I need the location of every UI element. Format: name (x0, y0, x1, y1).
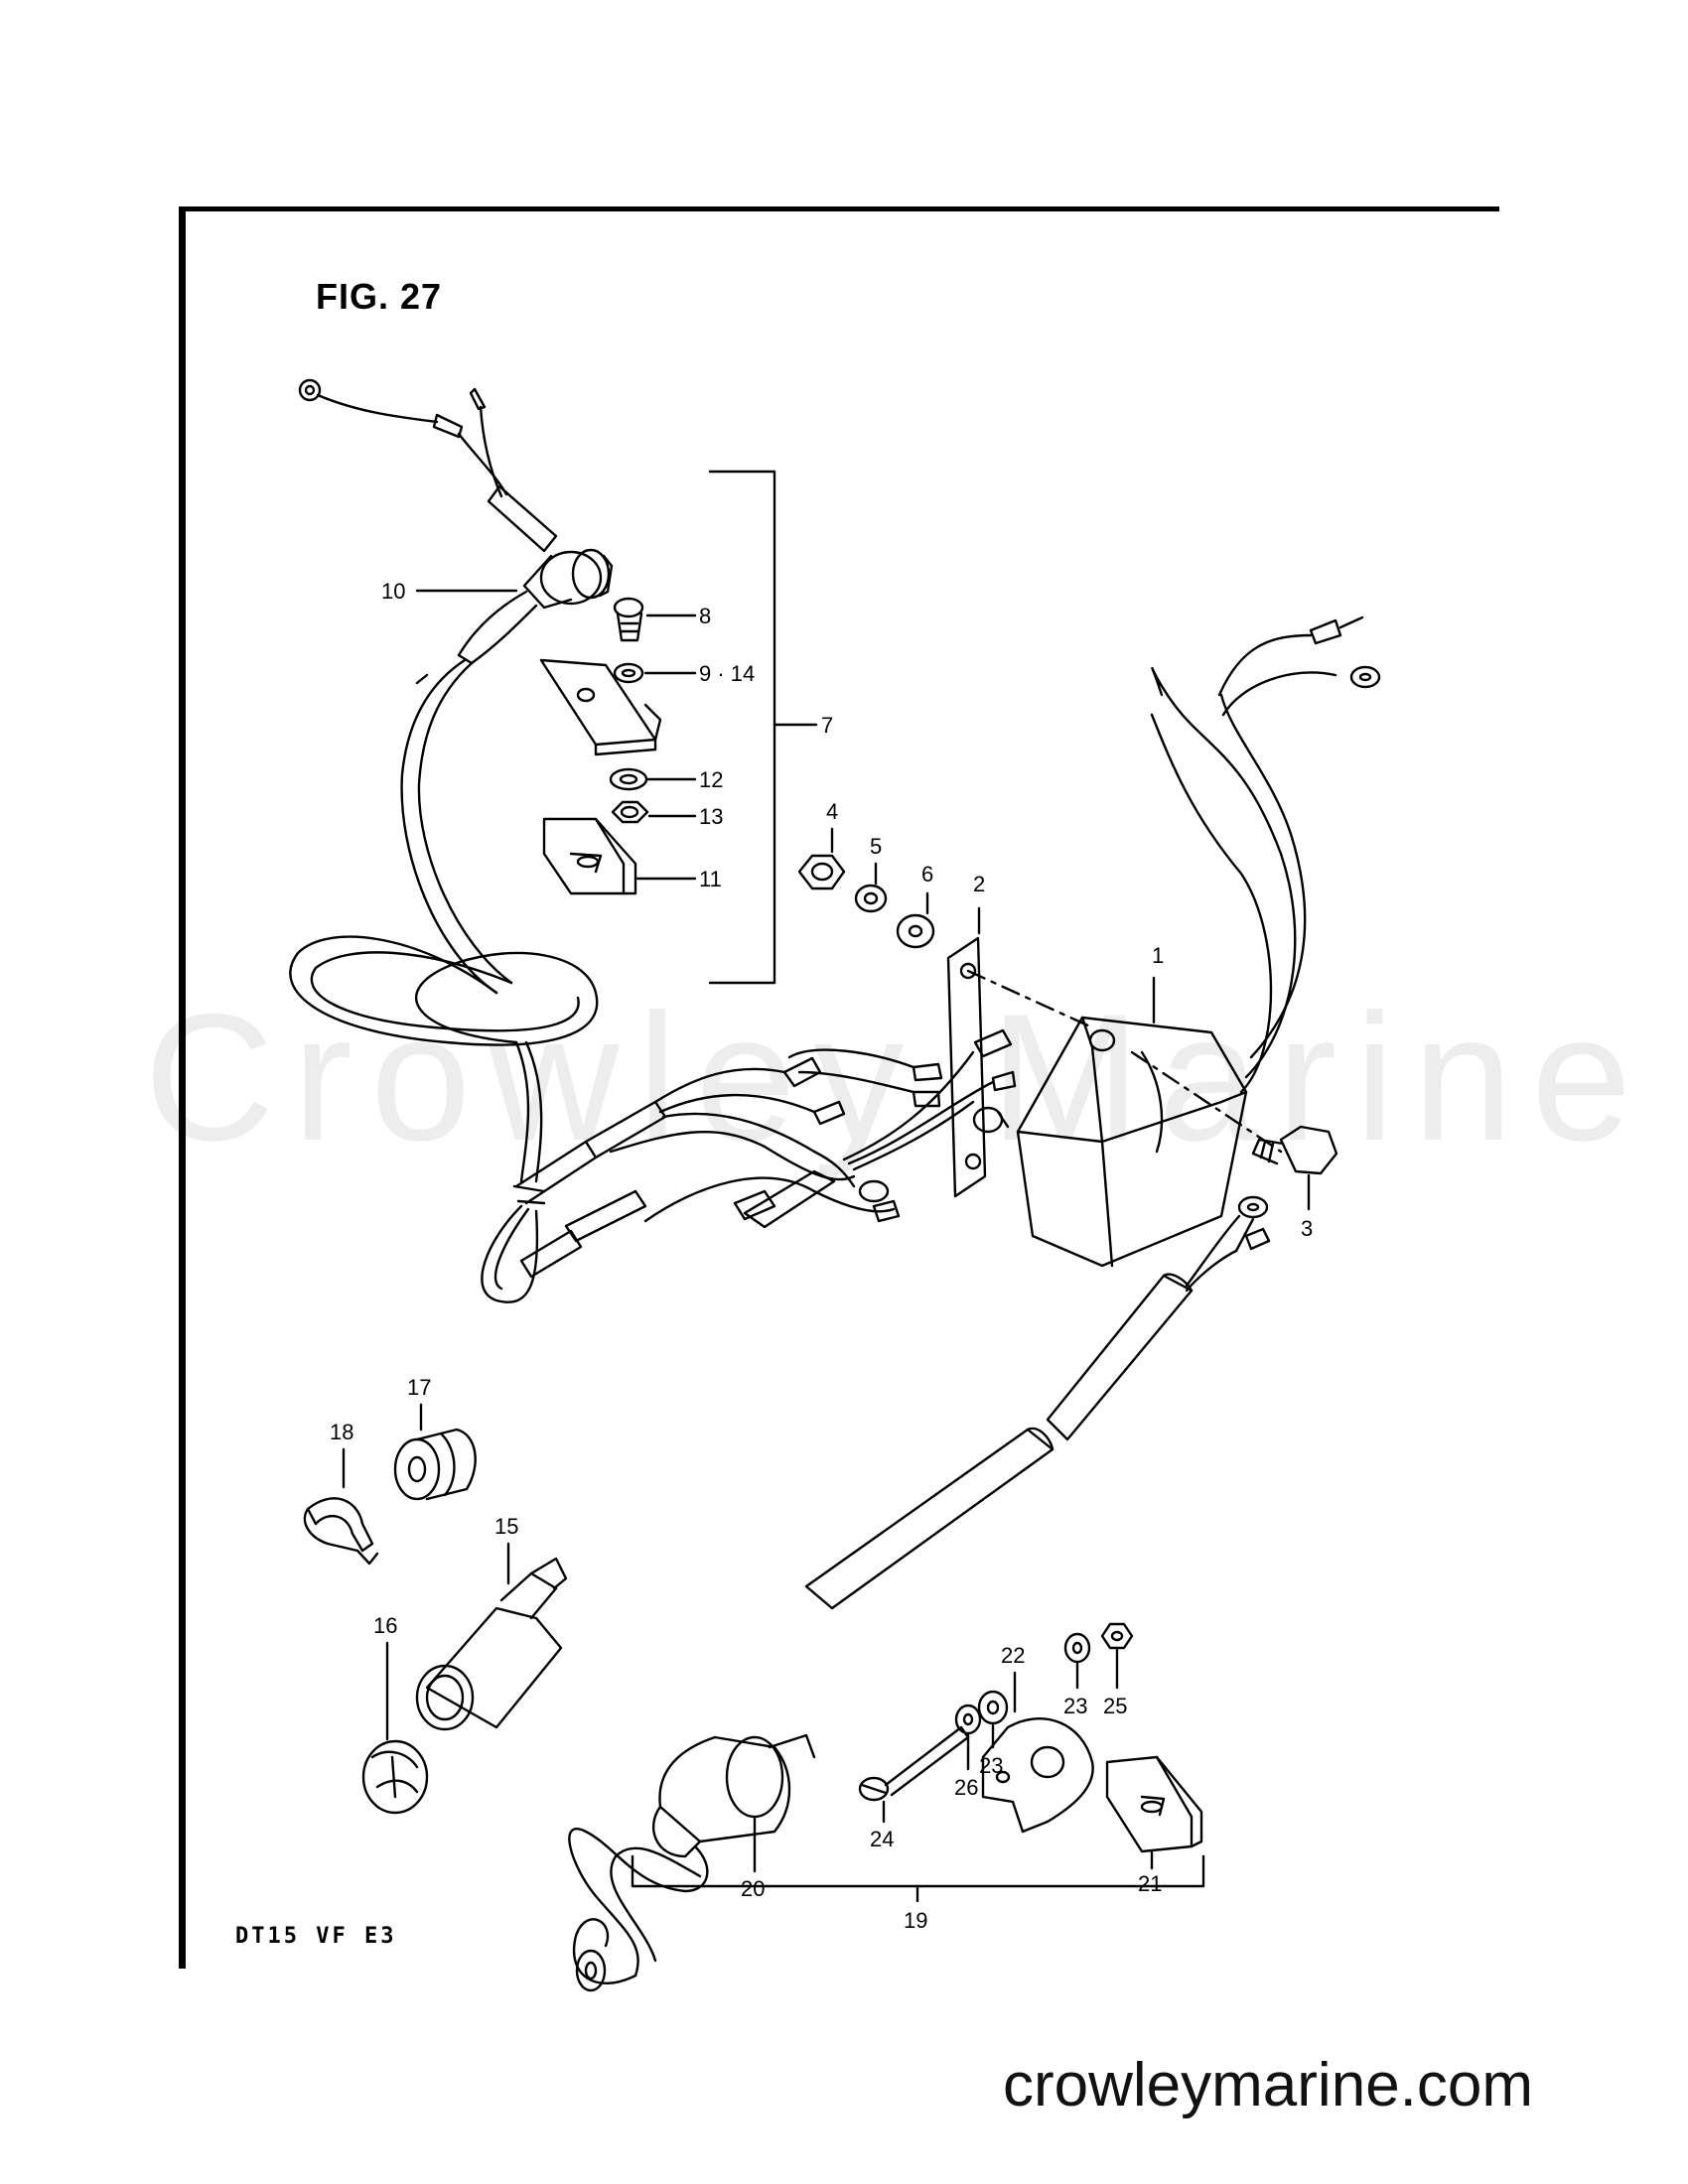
part-11-cover (542, 817, 637, 895)
part-17-grommet (393, 1428, 477, 1501)
callout-6: 6 (921, 862, 933, 887)
callout-9-14: 9 · 14 (699, 661, 755, 686)
part-20-stop-switch (568, 1733, 816, 1992)
callout-16: 16 (373, 1613, 397, 1638)
callout-3: 3 (1301, 1216, 1313, 1241)
callout-10: 10 (381, 579, 405, 604)
callout-4: 4 (826, 799, 838, 824)
part-8-screw (613, 597, 644, 642)
part-23-washer-b (1063, 1632, 1091, 1664)
callout-13: 13 (699, 804, 723, 829)
part-10-emergency-stop-switch (289, 378, 614, 1303)
part-12-washer (609, 767, 648, 791)
part-1-rectifier-unit (1016, 615, 1381, 1268)
alignment-line-2 (1130, 1050, 1283, 1154)
part-3-bolt (1251, 1125, 1338, 1175)
part-16-cap (361, 1739, 429, 1815)
callout-21: 21 (1138, 1871, 1162, 1896)
part-15-socket (415, 1557, 568, 1731)
part-bracket-plate (539, 658, 662, 756)
alignment-line (966, 969, 1094, 1029)
callout-25: 25 (1103, 1694, 1127, 1718)
callout-2: 2 (973, 872, 985, 896)
part-4-nut (797, 854, 846, 890)
callout-22: 22 (1001, 1643, 1025, 1668)
part-5-lock-washer (854, 884, 888, 913)
part-13-nut (611, 800, 649, 824)
callout-26: 26 (954, 1775, 978, 1800)
callout-12: 12 (699, 767, 723, 792)
callout-23-b: 23 (1063, 1694, 1087, 1718)
callout-1: 1 (1152, 943, 1164, 968)
part-24-bolt (858, 1725, 970, 1802)
part-21-cover (1105, 1755, 1203, 1853)
part-harness-wiring (514, 1028, 1271, 1610)
callout-19: 19 (904, 1908, 927, 1933)
part-23-washer-a (977, 1690, 1009, 1725)
callout-11: 11 (699, 867, 722, 891)
bracket-group-7 (708, 470, 776, 985)
figure-title: FIG. 27 (316, 276, 443, 317)
part-6-washer (896, 913, 935, 949)
part-22-bracket (981, 1717, 1094, 1834)
part-18-clamp (303, 1497, 379, 1566)
part-25-nut (1100, 1622, 1134, 1650)
callout-18: 18 (330, 1420, 353, 1444)
model-code: DT15 VF E3 (235, 1924, 397, 1949)
callout-7: 7 (821, 713, 833, 738)
callout-17: 17 (407, 1375, 431, 1400)
part-9-14-washer (613, 662, 644, 684)
callout-23-a: 23 (979, 1753, 1003, 1778)
bracket-group-19 (631, 1854, 1205, 1888)
callout-5: 5 (870, 834, 882, 859)
callout-15: 15 (494, 1514, 518, 1539)
part-26-lock-washer (954, 1704, 982, 1735)
site-url-link[interactable]: crowleymarine.com (1003, 2051, 1534, 2119)
callout-20: 20 (741, 1876, 765, 1901)
callout-24: 24 (870, 1827, 894, 1851)
callout-8: 8 (699, 604, 711, 628)
frame-left-border (179, 206, 186, 1969)
frame-top-border (179, 206, 1499, 211)
